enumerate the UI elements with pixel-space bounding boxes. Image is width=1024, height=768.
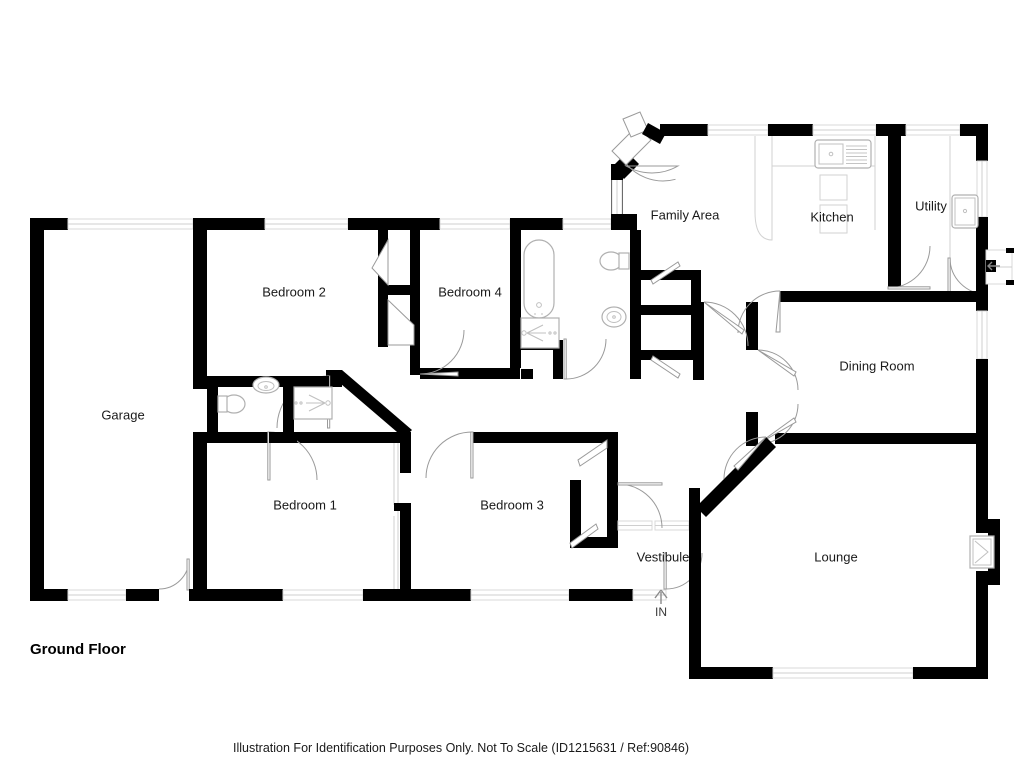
north-wall-run xyxy=(193,218,637,230)
kitchen-structure xyxy=(754,136,931,290)
wc-structure xyxy=(207,376,333,443)
room-label-garage: Garage xyxy=(101,407,144,422)
bathroom-structure xyxy=(520,230,641,380)
room-label-lounge: Lounge xyxy=(814,549,857,564)
room-label-vestibule: Vestibule xyxy=(637,549,690,564)
bath-fixture xyxy=(523,239,555,319)
room-label-bedroom-1: Bedroom 1 xyxy=(273,497,337,512)
garage-structure xyxy=(30,218,207,601)
utility-structure xyxy=(947,124,1014,295)
entrance-arrow-icon xyxy=(654,589,668,604)
utility-appliance-fixture xyxy=(951,194,979,229)
family-area-structure xyxy=(611,111,680,230)
basin-fixture-bathroom xyxy=(601,306,627,328)
room-label-kitchen: Kitchen xyxy=(810,209,853,224)
lounge-structure xyxy=(689,439,1000,679)
room-label-bedroom-4: Bedroom 4 xyxy=(438,284,502,299)
hallway-walls xyxy=(207,370,700,601)
hall-east-walls xyxy=(693,301,776,517)
northeast-wall-run xyxy=(660,124,988,136)
room-label-family-area: Family Area xyxy=(651,207,720,222)
footer-disclaimer: Illustration For Identification Purposes… xyxy=(233,741,689,755)
entrance-in-label: IN xyxy=(655,605,667,619)
south-wall-run xyxy=(193,552,703,604)
page-title: Ground Floor xyxy=(30,641,126,658)
room-labels: Garage Bedroom 2 Bedroom 4 Family Area K… xyxy=(101,198,947,619)
dining-room-structure xyxy=(737,285,988,446)
room-label-bedroom-2: Bedroom 2 xyxy=(262,284,326,299)
lounge-window-fixture xyxy=(969,535,995,569)
room-label-utility: Utility xyxy=(915,198,947,213)
room-label-dining-room: Dining Room xyxy=(839,358,914,373)
room-label-bedroom-3: Bedroom 3 xyxy=(480,497,544,512)
